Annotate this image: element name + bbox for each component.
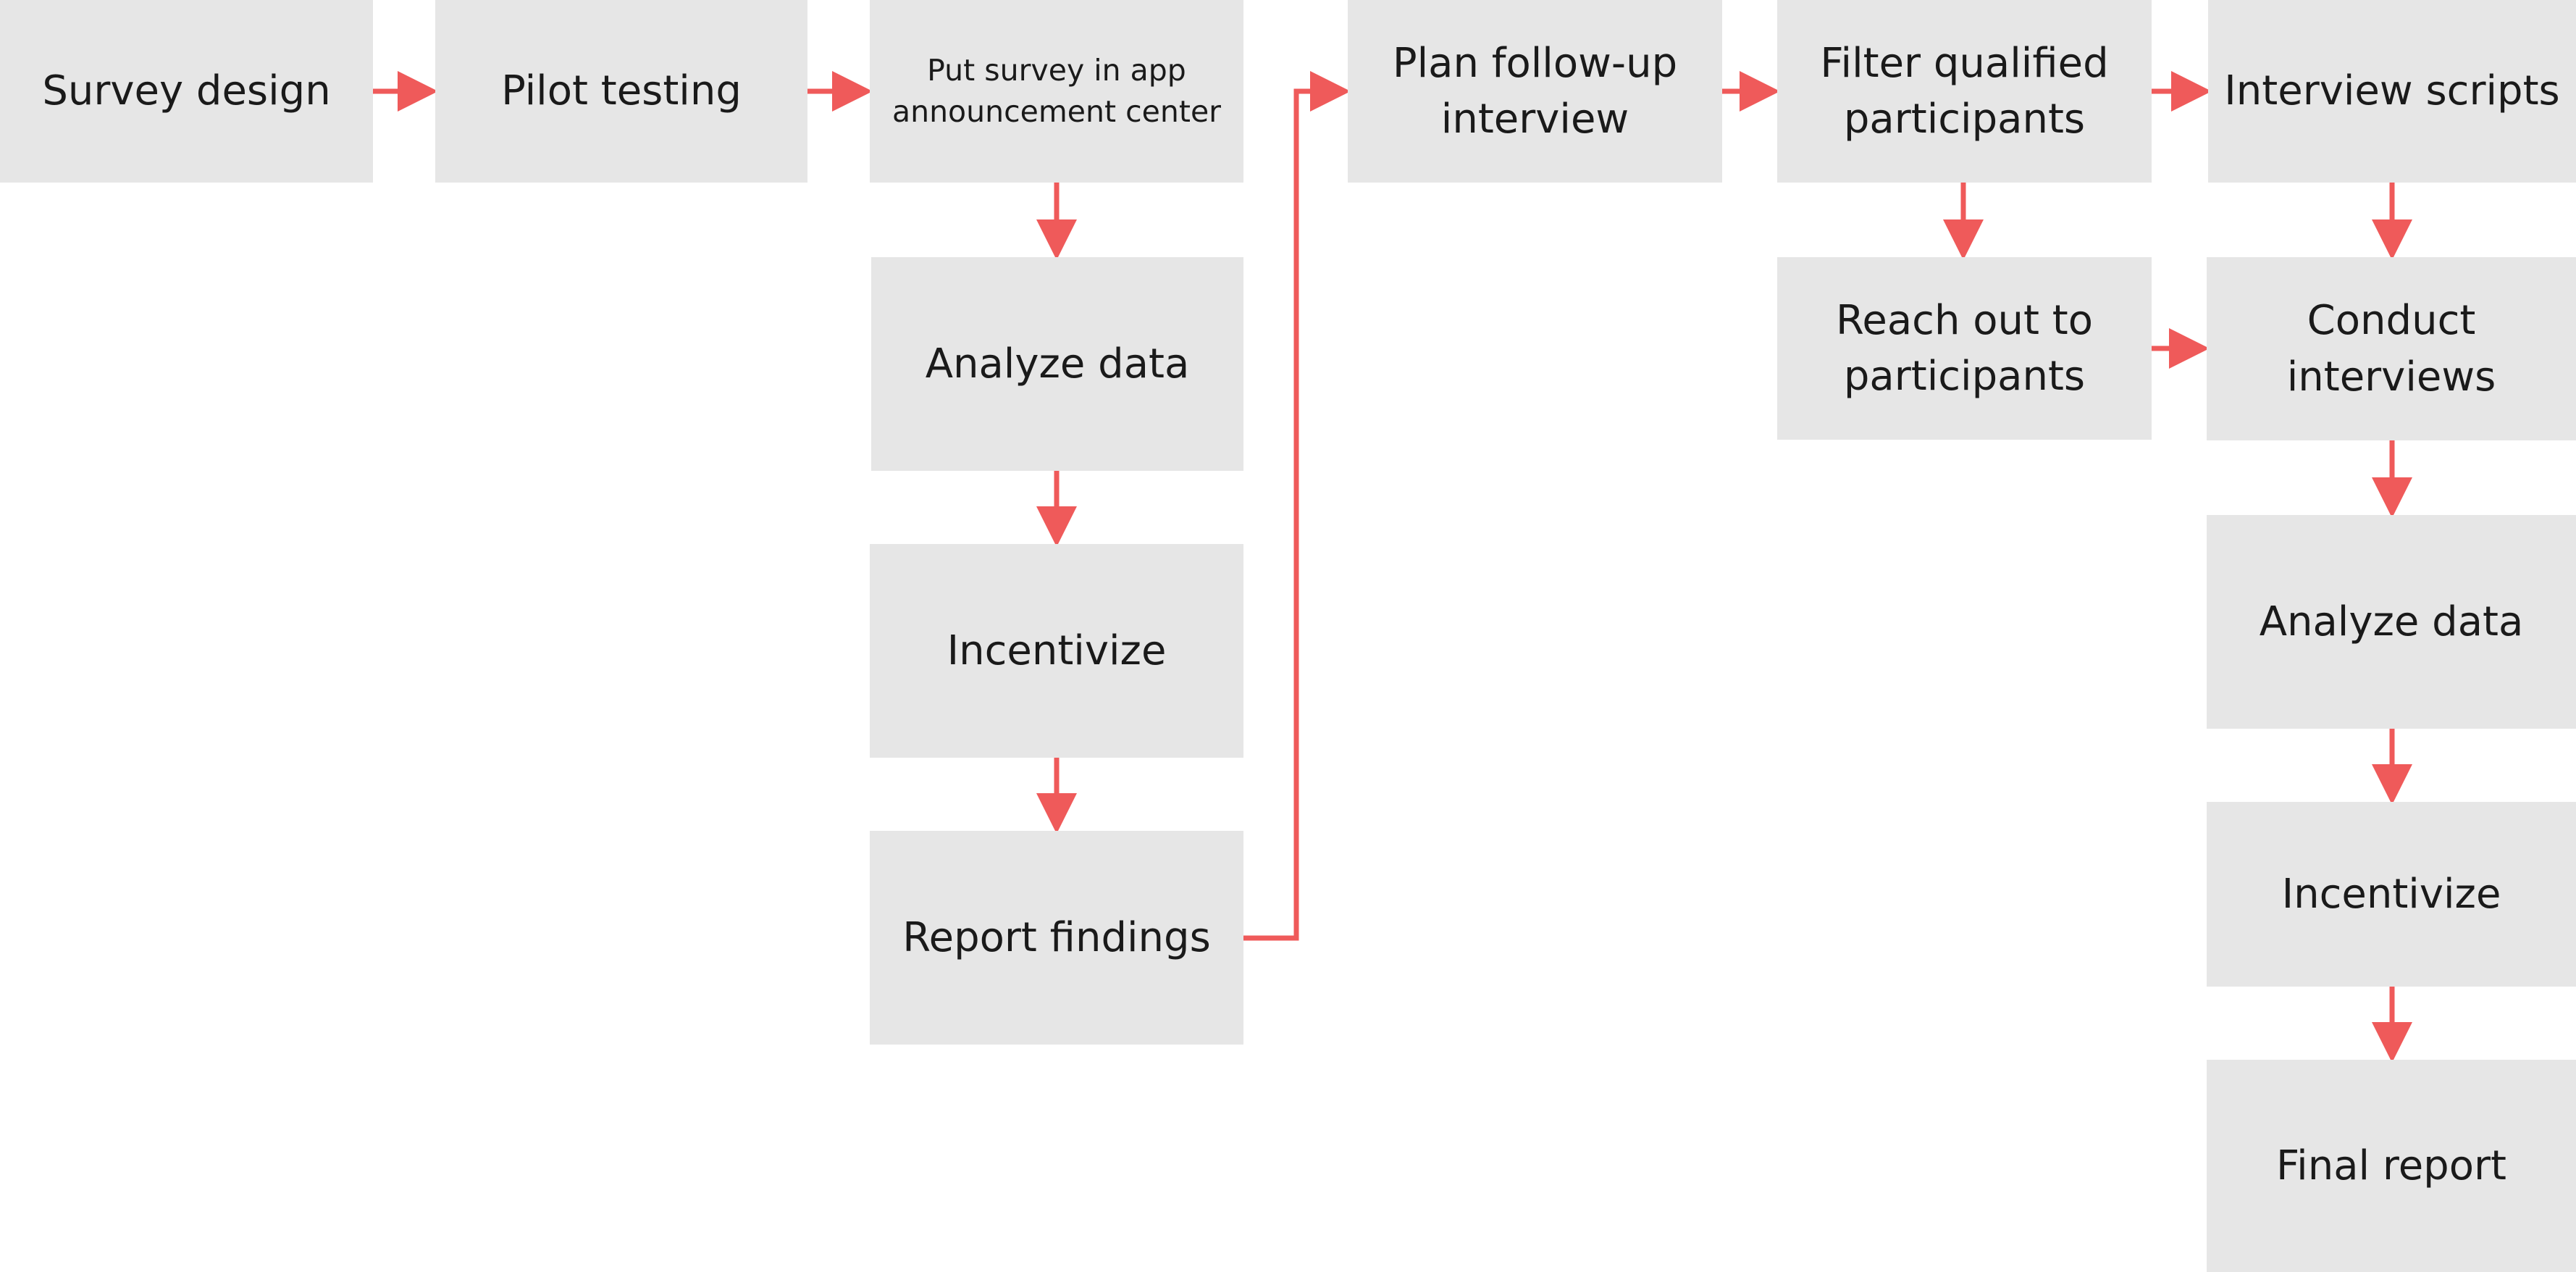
node-final-report[interactable]: Final report xyxy=(2207,1060,2576,1272)
node-survey-design-label: Survey design xyxy=(42,67,331,115)
node-analyze-data-2[interactable]: Analyze data xyxy=(2207,515,2576,729)
node-report-findings[interactable]: Report findings xyxy=(870,831,1243,1045)
node-incentivize-1[interactable]: Incentivize xyxy=(870,544,1243,758)
node-plan-followup[interactable]: Plan follow-up interview xyxy=(1348,0,1722,183)
node-pilot-testing[interactable]: Pilot testing xyxy=(435,0,807,183)
node-incentivize-2[interactable]: Incentivize xyxy=(2207,802,2576,987)
node-analyze-data-2-label: Analyze data xyxy=(2259,598,2524,645)
node-incentivize-2-label: Incentivize xyxy=(2281,870,2501,918)
node-filter-participants-label: Filter qualified participants xyxy=(1820,39,2109,143)
node-analyze-data-1[interactable]: Analyze data xyxy=(871,257,1243,471)
arrow-report-to-plan-followup xyxy=(1243,71,1351,941)
node-put-survey[interactable]: Put survey in app announcement center xyxy=(870,0,1243,183)
node-final-report-label: Final report xyxy=(2276,1142,2506,1189)
node-report-findings-label: Report findings xyxy=(902,913,1211,961)
node-reach-out-label: Reach out to participants xyxy=(1836,296,2093,400)
node-conduct-interviews-label: Conduct interviews xyxy=(2286,297,2496,401)
node-put-survey-label: Put survey in app announcement center xyxy=(891,53,1222,129)
node-incentivize-1-label: Incentivize xyxy=(947,627,1167,674)
node-survey-design[interactable]: Survey design xyxy=(0,0,373,183)
node-plan-followup-label: Plan follow-up interview xyxy=(1392,39,1678,143)
node-interview-scripts[interactable]: Interview scripts xyxy=(2208,0,2576,183)
node-filter-participants[interactable]: Filter qualified participants xyxy=(1777,0,2152,183)
node-conduct-interviews[interactable]: Conduct interviews xyxy=(2207,257,2576,440)
node-pilot-testing-label: Pilot testing xyxy=(501,67,742,115)
node-reach-out[interactable]: Reach out to participants xyxy=(1777,257,2152,440)
node-analyze-data-1-label: Analyze data xyxy=(925,340,1190,388)
node-interview-scripts-label: Interview scripts xyxy=(2224,67,2560,115)
